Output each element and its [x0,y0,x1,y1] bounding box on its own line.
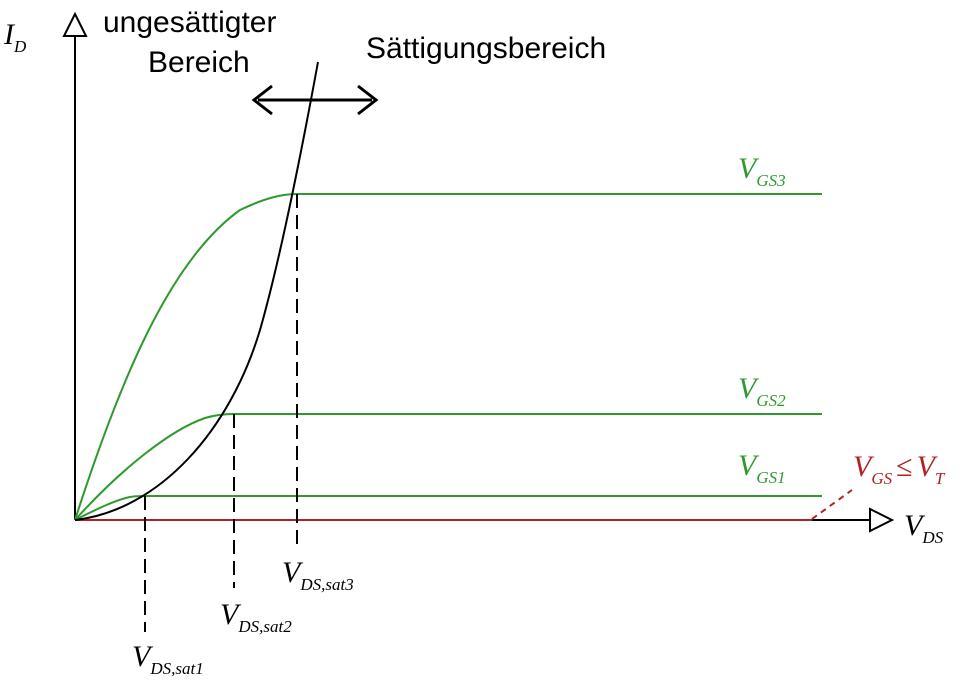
y-axis-arrow [62,11,88,37]
threshold-dashed-leader [811,489,853,520]
region-arrow-left-head [251,84,273,116]
curve-vgs1 [74,495,822,521]
curve-vgs2 [74,413,822,521]
sat2-label: VDS,sat2 [220,598,292,636]
unsaturated-region-label-line1: ungesättigter [103,6,276,39]
sat3-label: VDS,sat3 [282,556,354,594]
x-axis-arrow [869,507,895,533]
unsaturated-region-label-line2: Bereich [148,46,250,79]
saturation-region-label: Sättigungsbereich [366,32,606,65]
curve-label-vgs1: VGS1 [738,449,786,487]
region-arrow-right-head [357,84,379,116]
saturation-boundary-curve [74,61,319,521]
curve-vgs3 [74,193,822,521]
x-axis-label: VDS [904,509,944,547]
curve-label-vgs3: VGS3 [738,152,786,190]
sat1-label: VDS,sat1 [132,640,204,678]
curve-label-vgs2: VGS2 [738,372,786,410]
threshold-label: VGS≤VT [853,450,946,488]
y-axis-label: ID [3,18,27,56]
